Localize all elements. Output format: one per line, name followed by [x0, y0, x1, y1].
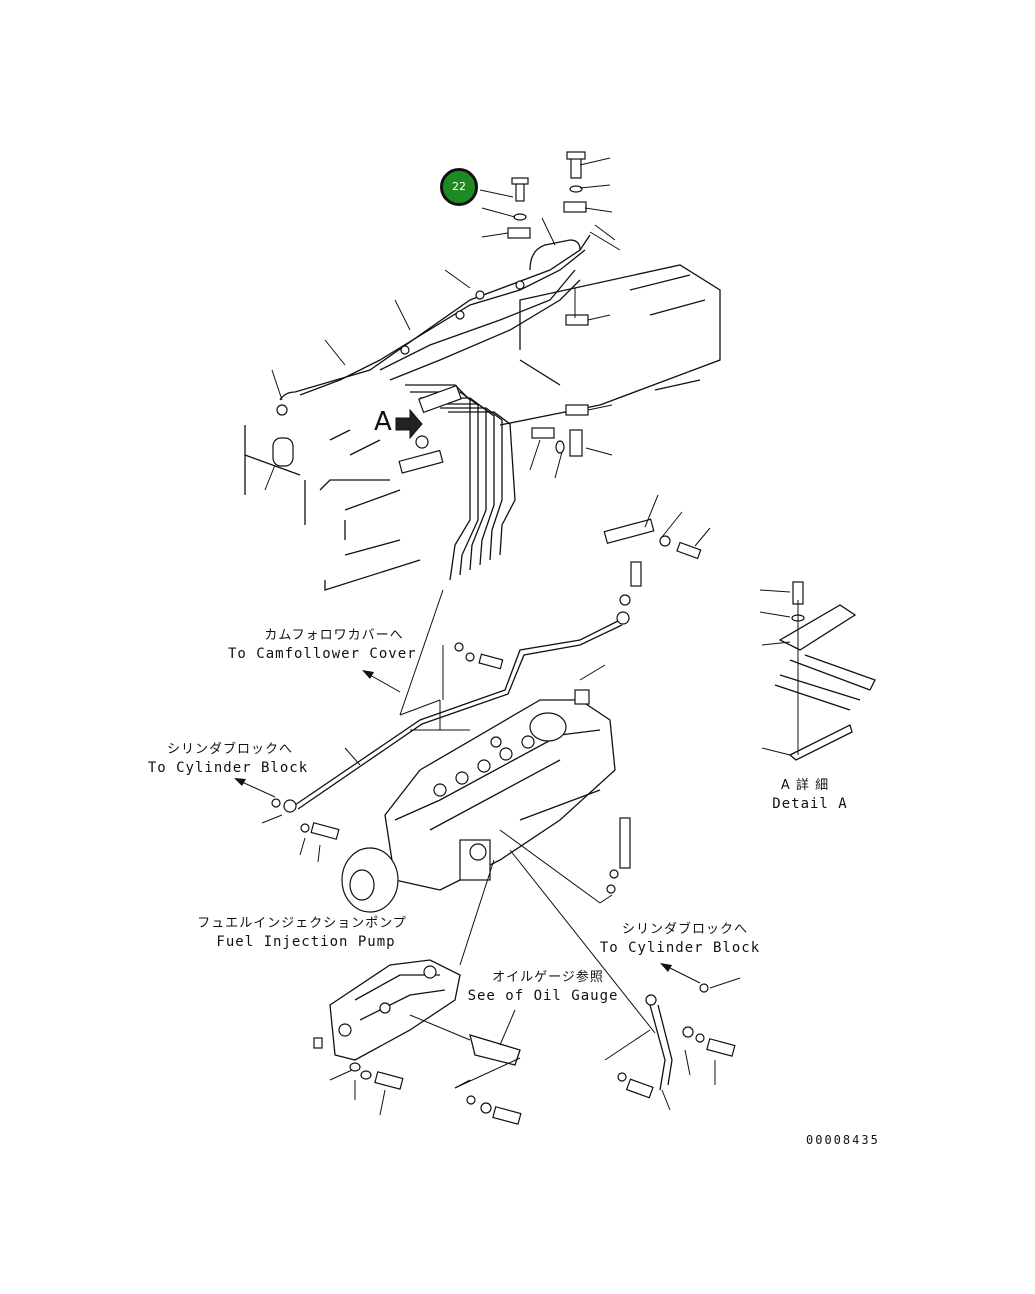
oil-gauge-guide [604, 983, 736, 1111]
return-lines [271, 561, 642, 894]
oil-gauge-label-jp: オイルゲージ参照 [492, 970, 604, 985]
camfollower-label-jp: カムフォロワカバーへ [264, 628, 404, 643]
callout-badge[interactable]: 22 [440, 168, 478, 206]
engine-block-outline [499, 264, 721, 426]
oil-gauge-label-en: See of Oil Gauge [467, 988, 619, 1004]
clamp-parts [272, 151, 702, 560]
leader-lines [261, 157, 711, 1046]
camfollower-label-en: To Camfollower Cover [228, 646, 417, 662]
detail-a-view [759, 581, 876, 761]
detail-a-label-jp: A 詳 細 [780, 778, 830, 793]
injection-pipes [276, 234, 591, 581]
view-marker-a: A [374, 407, 392, 437]
fuel-injection-pump [341, 689, 616, 913]
cylinder-block-right-en: To Cylinder Block [599, 940, 761, 956]
view-arrow-a [395, 408, 423, 440]
cylinder-block-left-en: To Cylinder Block [147, 760, 309, 776]
cylinder-block-left-jp: シリンダブロックへ [166, 742, 293, 757]
cylinder-block-right-jp: シリンダブロックへ [621, 922, 748, 937]
fuel-pump-label-jp: フュエルインジェクションポンプ [197, 916, 407, 931]
direction-arrows [234, 670, 741, 989]
callout-number: 22 [452, 180, 466, 193]
cylinder-head-outline [244, 425, 421, 591]
fuel-pump-label-en: Fuel Injection Pump [216, 934, 396, 950]
drawing-number: 00008435 [806, 1133, 880, 1147]
detail-a-label-en: Detail A [772, 796, 848, 812]
pump-bracket [313, 959, 522, 1125]
